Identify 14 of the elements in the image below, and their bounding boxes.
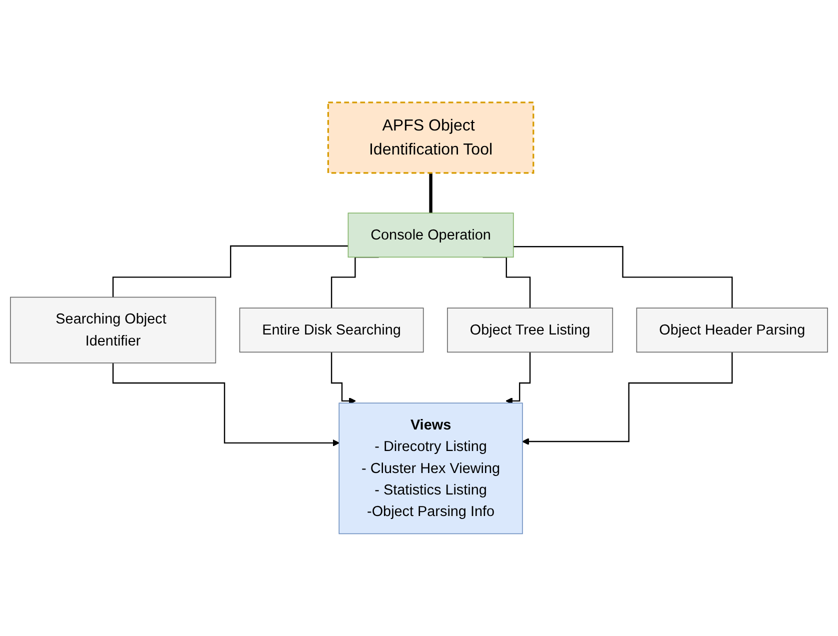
arrow (522, 351, 733, 445)
connector (112, 245, 348, 298)
arrow (112, 362, 340, 446)
node-box: Object Tree Listing (447, 308, 614, 352)
node-box: Object Header Parsing (636, 308, 828, 352)
node-box: Searching Object Identifier (10, 296, 216, 364)
arrow (330, 351, 356, 404)
node-box: Entire Disk Searching (239, 308, 424, 352)
node-box: APFS Object Identification Tool (327, 102, 534, 174)
connector (513, 246, 733, 309)
node-box: Console Operation (348, 212, 514, 258)
connector (429, 171, 432, 215)
arrow (506, 351, 531, 404)
node-box: Views - Direcotry Listing - Cluster Hex Viewing - Statistics Listing -Object Parsing Info (338, 402, 523, 534)
